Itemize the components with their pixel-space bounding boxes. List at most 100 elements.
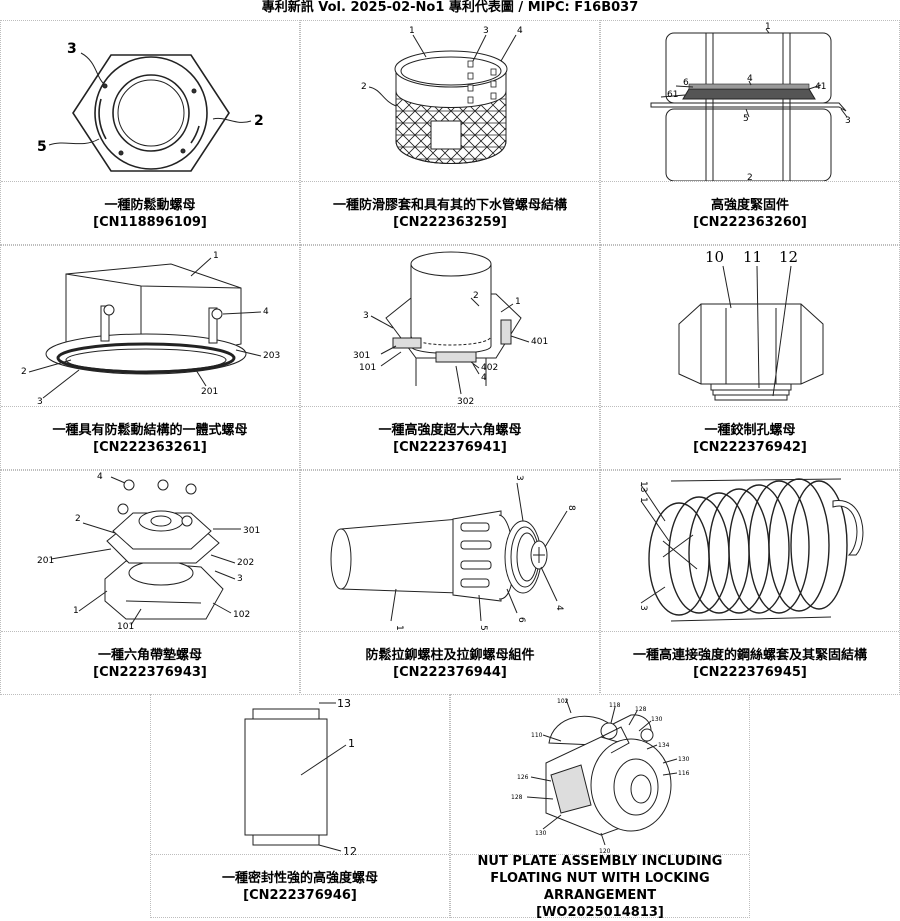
label-1: 1 [409,26,415,36]
label-1: 1 [638,497,648,503]
label-130: 130 [535,830,547,837]
label-1: 1 [765,22,771,32]
label-202: 202 [237,558,254,568]
patent-card-4[interactable]: 1 4 203 2 3 201 一種具有防鬆動結構的一體式螺母 [CN22236… [0,245,300,470]
label-302: 302 [457,397,474,406]
patent-caption: 一種具有防鬆動結構的一體式螺母 [CN222363261] [1,406,299,470]
patent-title: 一種高強度超大六角螺母 [301,422,599,439]
patent-caption: 一種鉸制孔螺母 [CN222376942] [601,406,899,470]
patent-card-9[interactable]: 13 1 3 一種高連接強度的鋼絲螺套及其緊固結構 [CN222376945] [600,470,900,695]
patent-caption: NUT PLATE ASSEMBLY INCLUDING FLOATING NU… [451,854,749,918]
patent-figure: 2 1 3 401 301 101 402 4 302 [301,246,599,406]
patent-number: [CN222363260] [601,214,899,231]
patent-title: 一種密封性強的高強度螺母 [151,870,449,887]
patent-caption: 一種防鬆動螺母 [CN118896109] [1,181,299,245]
label-4: 4 [554,605,564,611]
label-3: 3 [67,41,77,57]
patent-title: 一種六角帶墊螺母 [1,647,299,664]
label-3: 3 [845,116,851,126]
label-3: 3 [237,574,243,584]
patent-card-5[interactable]: 2 1 3 401 301 101 402 4 302 一種高強度超大六角螺母 … [300,245,600,470]
label-101: 101 [117,622,134,631]
label-2: 2 [747,173,753,181]
patent-caption: 高強度緊固件 [CN222363260] [601,181,899,245]
patent-number: [CN222376943] [1,664,299,681]
patent-caption: 一種高強度超大六角螺母 [CN222376941] [301,406,599,470]
label-8: 8 [566,505,576,511]
patent-figure: 4 301 2 201 202 3 1 101 102 [1,471,299,631]
label-102: 102 [557,698,569,705]
label-4: 4 [481,373,487,383]
label-110: 110 [531,732,543,739]
patent-figure: 13 1 3 [601,471,899,631]
label-201: 201 [37,556,54,566]
patent-caption: 防鬆拉鉚螺柱及拉鉚螺母組件 [CN222376944] [301,631,599,695]
label-6: 6 [683,78,689,88]
patent-title: 一種防滑膠套和具有其的下水管螺母結構 [301,197,599,214]
label-126: 126 [517,774,529,781]
patent-caption: 一種高連接強度的鋼絲螺套及其緊固結構 [CN222376945] [601,631,899,695]
label-41: 41 [815,82,826,92]
patent-figure: 3 2 5 [1,21,299,181]
patent-figure: 1 6 4 41 61 5 3 2 [601,21,899,181]
patent-number: [CN222376945] [601,664,899,681]
patent-card-3[interactable]: 1 6 4 41 61 5 3 2 高強度緊固件 [CN222363260] [600,20,900,245]
label-61: 61 [667,90,678,100]
label-1: 1 [213,251,219,261]
label-5: 5 [743,114,749,124]
label-13: 13 [337,697,351,710]
label-10: 10 [705,248,724,266]
label-4: 4 [747,74,753,84]
label-5: 5 [37,139,47,155]
label-301: 301 [243,526,260,536]
label-5: 5 [478,625,488,631]
patent-number: [CN118896109] [1,214,299,231]
patent-card-11[interactable]: 102 118 128 130 110 134 130 116 126 128 … [450,694,750,918]
label-12: 12 [779,248,798,266]
patent-card-10[interactable]: 13 1 12 一種密封性強的高強度螺母 [CN222376946] [150,694,450,918]
label-4: 4 [97,472,103,482]
patent-caption: 一種防滑膠套和具有其的下水管螺母結構 [CN222363259] [301,181,599,245]
label-2: 2 [361,82,367,92]
label-11: 11 [743,248,762,266]
patent-figure: 102 118 128 130 110 134 130 116 126 128 … [451,695,749,855]
label-402: 402 [481,363,498,373]
patent-card-1[interactable]: 3 2 5 一種防鬆動螺母 [CN118896109] [0,20,300,245]
patent-figure: 1 3 4 2 [301,21,599,181]
label-4: 4 [263,307,269,317]
label-203: 203 [263,351,280,361]
patent-number: [CN222376942] [601,439,899,456]
label-13: 13 [638,481,648,492]
label-1: 1 [515,297,521,307]
patent-number: [CN222376941] [301,439,599,456]
label-128: 128 [511,794,523,801]
label-101: 101 [359,363,376,373]
label-2: 2 [21,367,27,377]
label-1: 1 [73,606,79,616]
label-3: 3 [514,475,524,481]
patent-title: 一種高連接強度的鋼絲螺套及其緊固結構 [601,647,899,664]
label-116: 116 [678,770,690,777]
label-2: 2 [75,514,81,524]
label-2: 2 [254,113,264,129]
patent-caption: 一種六角帶墊螺母 [CN222376943] [1,631,299,695]
label-118: 118 [609,702,621,709]
patent-title: 一種具有防鬆動結構的一體式螺母 [1,422,299,439]
patent-title: 一種鉸制孔螺母 [601,422,899,439]
patent-figure: 1 4 203 2 3 201 [1,246,299,406]
label-1: 1 [394,625,404,631]
patent-card-6[interactable]: 10 11 12 一種鉸制孔螺母 [CN222376942] [600,245,900,470]
patent-number: [CN222376946] [151,887,449,904]
label-301: 301 [353,351,370,361]
patent-card-2[interactable]: 1 3 4 2 一種防滑膠套和具有其的下水管螺母結構 [CN222363259] [300,20,600,245]
patent-caption: 一種密封性強的高強度螺母 [CN222376946] [151,854,449,918]
patent-title: 防鬆拉鉚螺柱及拉鉚螺母組件 [301,647,599,664]
patent-figure: 10 11 12 [601,246,899,406]
patent-title: 高強度緊固件 [601,197,899,214]
patent-card-7[interactable]: 4 301 2 201 202 3 1 101 102 一種六角帶墊螺母 [CN… [0,470,300,695]
label-4: 4 [517,26,523,36]
label-2: 2 [473,291,479,301]
label-128: 128 [635,706,647,713]
label-201: 201 [201,387,218,397]
patent-card-8[interactable]: 3 8 1 5 6 4 防鬆拉鉚螺柱及拉鉚螺母組件 [CN222376944] [300,470,600,695]
